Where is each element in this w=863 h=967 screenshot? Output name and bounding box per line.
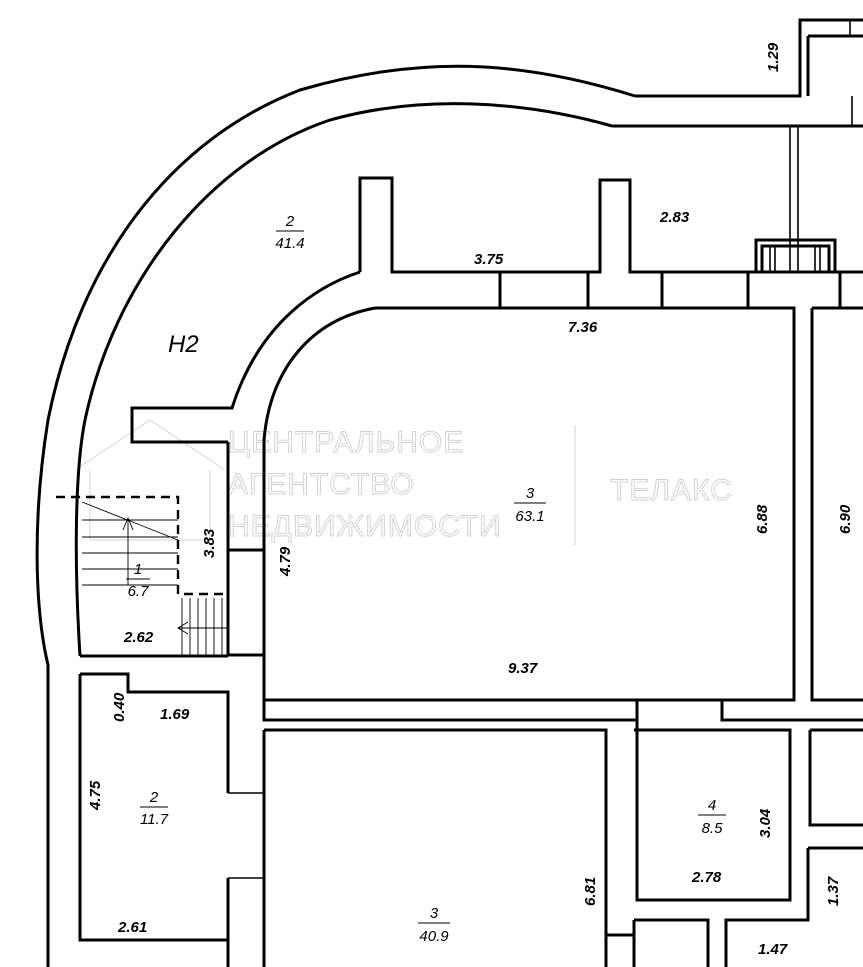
room-number: 4 [708, 797, 716, 814]
room-area: 8.5 [702, 820, 724, 837]
dimension-label: 3.83 [201, 528, 218, 558]
room-number: 2 [285, 213, 295, 230]
room-label-stairs: 1 6.7 [126, 561, 150, 600]
watermark-brand: ТЕЛАКС [610, 474, 733, 507]
floor-label: Н2 [168, 331, 199, 358]
dimension-label: 9.37 [508, 660, 538, 677]
watermark: ЦЕНТРАЛЬНОЕ АГЕНТСТВО НЕДВИЖИМОСТИ ТЕЛАК… [74, 419, 733, 545]
room-label-closet: 4 8.5 [698, 797, 726, 837]
dimension-label: 4.79 [277, 546, 294, 577]
watermark-line-3: НЕДВИЖИМОСТИ [228, 510, 502, 543]
dimension-label: 7.36 [568, 319, 598, 336]
room-number: 3 [430, 905, 439, 922]
dimension-label: 2.61 [117, 919, 147, 936]
dimension-label: 4.75 [87, 780, 104, 811]
room-number: 2 [149, 789, 159, 806]
room-label-corridor: 2 41.4 [275, 213, 304, 252]
dimension-label: 1.69 [160, 706, 190, 723]
room-label-lower-hall: 3 40.9 [418, 905, 450, 945]
room-area: 11.7 [140, 811, 169, 828]
dimension-label: 6.88 [754, 504, 771, 534]
lower-walls [78, 20, 863, 967]
room-area: 41.4 [275, 235, 304, 252]
stair-room [56, 495, 228, 658]
room-area: 6.7 [128, 583, 150, 600]
dimension-label: 6.90 [837, 504, 854, 534]
room-area: 40.9 [419, 928, 449, 945]
dimension-label: 6.81 [582, 877, 599, 906]
dimension-label: 2.78 [691, 869, 722, 886]
room-label-small: 2 11.7 [140, 789, 169, 828]
dimension-label: 2.62 [123, 629, 154, 646]
dimension-label: 3.75 [474, 251, 504, 268]
dimension-label: 1.37 [825, 876, 842, 906]
watermark-house-icon [74, 419, 226, 541]
room-number: 1 [134, 561, 142, 578]
watermark-line-1: ЦЕНТРАЛЬНОЕ [228, 426, 464, 459]
room-label-main-hall: 3 63.1 [514, 485, 546, 525]
dimension-label: 1.29 [765, 42, 782, 72]
room-number: 3 [526, 485, 535, 502]
dimension-label: 3.04 [757, 808, 774, 838]
dimension-label: 1.47 [758, 941, 788, 958]
dimension-label: 0.40 [111, 692, 128, 722]
outer-walls [35, 18, 863, 967]
corridor-walls [130, 176, 863, 444]
room-area: 63.1 [515, 508, 544, 525]
watermark-line-2: АГЕНТСТВО [228, 468, 415, 501]
dimension-labels: 1.29 2.83 3.75 7.36 6.88 6.90 4.79 3.83 … [87, 42, 854, 958]
dimension-label: 2.83 [659, 209, 690, 226]
